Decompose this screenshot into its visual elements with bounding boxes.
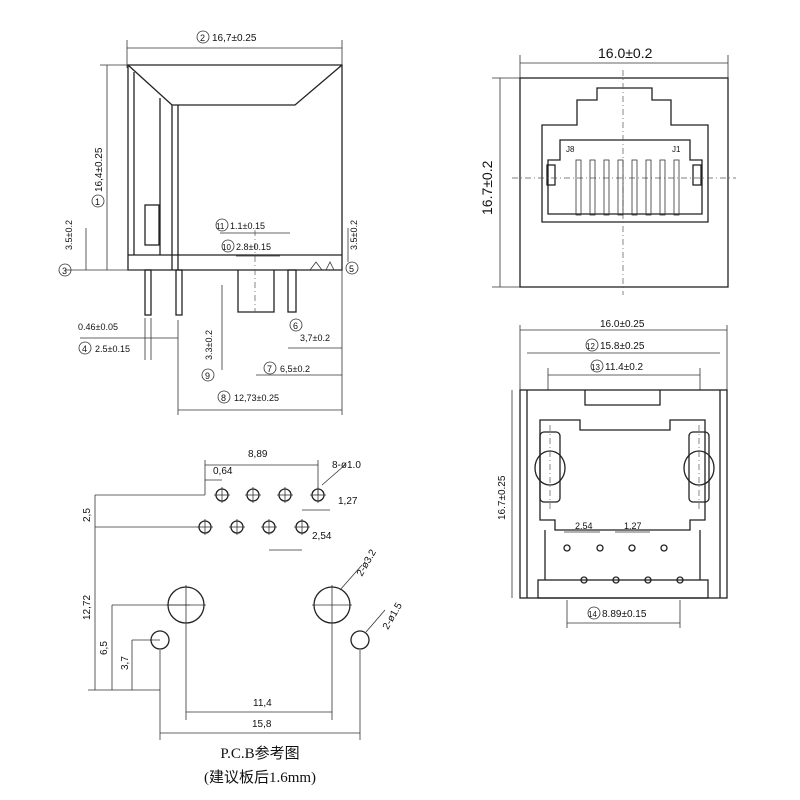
pcb-w158: 15,8 — [252, 719, 272, 730]
pcb-footprint: 8,89 0,64 8-ø1.0 1,27 2,54 — [82, 449, 405, 740]
dim-4-label: 2.5±0.15 — [95, 344, 130, 354]
pcb-caption-title: P.C.B参考图 — [220, 746, 300, 762]
svg-text:14: 14 — [588, 610, 597, 619]
svg-text:12: 12 — [586, 342, 595, 351]
pcb-pitch-a: 1,27 — [338, 496, 358, 507]
dim-8-label: 12,73±0.25 — [234, 393, 279, 403]
svg-text:10: 10 — [222, 243, 231, 252]
svg-text:8: 8 — [221, 393, 226, 403]
pcb-caption-note: (建议板后1.6mm) — [203, 770, 317, 786]
pcb-height: 12,72 — [82, 595, 93, 620]
svg-text:7: 7 — [267, 364, 272, 374]
dim-11-label: 1.1±0.15 — [230, 221, 265, 231]
dim-12-label: 15.8±0.25 — [600, 341, 645, 352]
pcb-row-gap: 2,5 — [82, 508, 93, 522]
pcb-offset: 0,64 — [213, 466, 233, 477]
svg-text:11: 11 — [216, 222, 225, 231]
svg-text:1: 1 — [95, 197, 100, 207]
pin-j8-label: J8 — [566, 145, 575, 154]
pcb-d65: 6,5 — [99, 641, 110, 655]
pcb-pitch-b: 2,54 — [312, 531, 332, 542]
dim-2-label: 16,7±0.25 — [212, 33, 257, 44]
dim-6-label: 3,7±0.2 — [300, 333, 330, 343]
svg-text:5: 5 — [349, 264, 354, 274]
svg-text:13: 13 — [591, 363, 600, 372]
bottom-view: 16.0±0.25 12 15.8±0.25 13 11.4±0.2 16.7±… — [497, 319, 728, 628]
side-view: 2 16,7±0.25 1 16,4±0.25 3 3.5±0.2 5 3.5±… — [58, 30, 359, 415]
front-contacts — [575, 159, 680, 216]
pcb-hole-note: 8-ø1.0 — [332, 460, 361, 471]
svg-text:6: 6 — [293, 321, 298, 331]
pcb-d37: 3,7 — [120, 656, 131, 670]
svg-text:2: 2 — [200, 33, 205, 43]
pcb-pitch-total: 8,89 — [248, 449, 268, 460]
pcb-signal-holes — [197, 487, 326, 535]
pcb-big-hole: 2-ø3.2 — [355, 547, 379, 578]
svg-text:9: 9 — [205, 371, 210, 381]
dim-1-label: 16,4±0.25 — [94, 147, 105, 192]
pcb-small-hole: 2-ø1.5 — [381, 601, 405, 632]
pin-j1-label: J1 — [672, 145, 681, 154]
front-view: 16.0±0.2 16.7±0.2 J8 J1 — [479, 45, 736, 295]
dim-13-label: 11.4±0.2 — [605, 362, 644, 373]
svg-text:4: 4 — [82, 344, 87, 354]
bottom-height-label: 16.7±0.25 — [497, 475, 508, 520]
bottom-width-label: 16.0±0.25 — [600, 319, 645, 330]
dim-5-label: 3.5±0.2 — [349, 220, 359, 250]
dim-4b-label: 0.46±0.05 — [78, 322, 118, 332]
svg-text:3: 3 — [62, 266, 67, 276]
dim-9-label: 3.3±0.2 — [204, 330, 214, 360]
dim-7-label: 6,5±0.2 — [280, 364, 310, 374]
bottom-pitch-b: 1.27 — [624, 521, 642, 531]
dim-14-label: 8.89±0.15 — [602, 609, 647, 620]
bottom-pins — [563, 544, 684, 584]
front-height-label: 16.7±0.2 — [479, 160, 495, 215]
pcb-w114: 11,4 — [253, 698, 272, 709]
front-width-label: 16.0±0.2 — [598, 45, 653, 61]
bottom-pitch-a: 2.54 — [575, 521, 593, 531]
dim-3-label: 3.5±0.2 — [64, 220, 74, 250]
dim-10-label: 2.8±0.15 — [236, 242, 271, 252]
